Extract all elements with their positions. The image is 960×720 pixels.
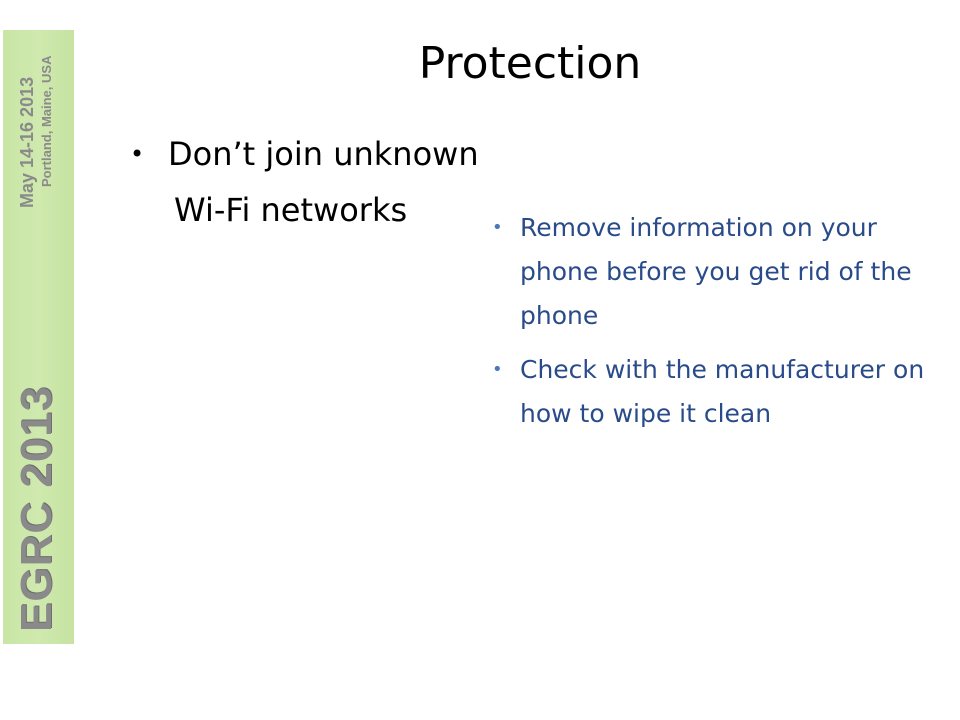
right-bullet-text: Check with the manufacturer on how to wi…	[520, 355, 925, 428]
banner-location: Portland, Maine, USA	[39, 55, 54, 187]
left-bullet-line2: Wi-Fi networks	[174, 191, 408, 229]
right-bullet-list: • Remove information on your phone befor…	[492, 206, 932, 446]
left-bullet-line1: Don’t join unknown	[168, 135, 479, 173]
right-bullet-text: Remove information on your phone before …	[520, 213, 912, 330]
right-bullet-item: • Remove information on your phone befor…	[492, 206, 932, 338]
banner-rotated-content: EGRC 2013 May 14-16 2013 Portland, Maine…	[3, 30, 74, 644]
right-bullet-item: • Check with the manufacturer on how to …	[492, 348, 932, 436]
banner-dates: May 14-16 2013	[17, 76, 37, 208]
bullet-dot-icon: •	[130, 140, 145, 168]
left-bullet-list: • Don’t join unknown Wi-Fi networks	[130, 126, 530, 238]
banner-title: EGRC 2013	[12, 385, 61, 632]
left-bullet-item: • Don’t join unknown Wi-Fi networks	[130, 126, 530, 238]
bullet-dot-icon: •	[492, 217, 503, 238]
conference-banner: EGRC 2013 May 14-16 2013 Portland, Maine…	[3, 30, 74, 644]
slide-title: Protection	[418, 38, 642, 89]
bullet-dot-icon: •	[492, 359, 503, 380]
